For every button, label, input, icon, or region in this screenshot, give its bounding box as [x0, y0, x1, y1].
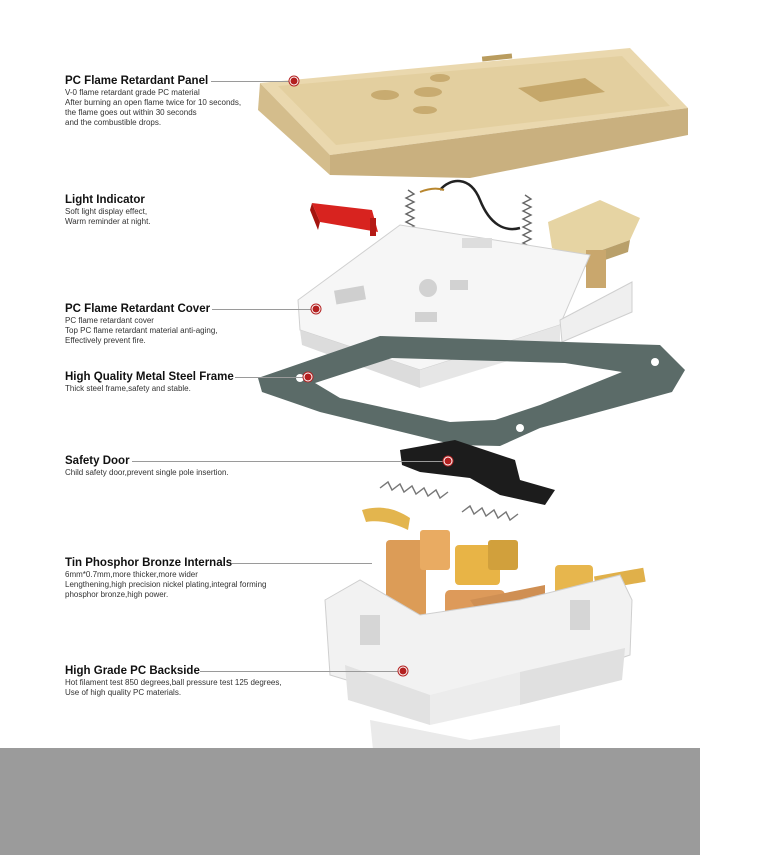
label-desc: Child safety door,prevent single pole in…	[65, 468, 229, 477]
label-title: PC Flame Retardant Panel	[65, 75, 209, 87]
marker-dot	[311, 304, 321, 314]
metal-steel-frame	[258, 336, 685, 446]
label-desc: Warm reminder at night.	[65, 217, 151, 226]
flame-retardant-panel	[258, 48, 688, 178]
leader-line	[132, 461, 448, 462]
marker-dot	[289, 76, 299, 86]
label-desc: Lengthening,high precision nickel platin…	[65, 580, 267, 589]
label-desc: Use of high quality PC materials.	[65, 688, 182, 697]
label-desc: Effectively prevent fire.	[65, 336, 146, 345]
leader-line	[235, 377, 308, 378]
label-panel: PC Flame Retardant Panel V-0 flame retar…	[65, 74, 241, 128]
label-bronze-internals: Tin Phosphor Bronze Internals 6mm*0.7mm,…	[65, 556, 266, 600]
gray-band	[0, 748, 700, 855]
label-desc: Top PC flame retardant material anti-agi…	[65, 326, 218, 335]
label-title: High Quality Metal Steel Frame	[65, 371, 234, 383]
leader-line	[200, 671, 403, 672]
label-cover: PC Flame Retardant Cover PC flame retard…	[65, 302, 218, 346]
label-desc: After burning an open flame twice for 10…	[65, 98, 242, 107]
label-desc: and the combustible drops.	[65, 118, 162, 127]
label-steel-frame: High Quality Metal Steel Frame Thick ste…	[65, 370, 234, 394]
marker-dot	[443, 456, 453, 466]
label-title: Light Indicator	[65, 194, 145, 206]
label-desc: phosphor bronze,high power.	[65, 590, 169, 599]
leader-line	[211, 81, 294, 82]
label-light-indicator: Light Indicator Soft light display effec…	[65, 193, 151, 227]
label-safety-door: Safety Door Child safety door,prevent si…	[65, 454, 229, 478]
label-title: High Grade PC Backside	[65, 665, 200, 677]
marker-dot	[398, 666, 408, 676]
safety-door	[379, 440, 555, 522]
label-desc: the flame goes out within 30 seconds	[65, 108, 197, 117]
label-desc: PC flame retardant cover	[65, 316, 154, 325]
label-title: PC Flame Retardant Cover	[65, 303, 211, 315]
label-desc: Hot filament test 850 degrees,ball press…	[65, 678, 282, 687]
light-indicator	[310, 203, 378, 236]
label-backside: High Grade PC Backside Hot filament test…	[65, 664, 282, 698]
leader-line	[232, 563, 372, 564]
label-desc: Soft light display effect,	[65, 207, 148, 216]
leader-line	[212, 309, 316, 310]
label-desc: Thick steel frame,safety and stable.	[65, 384, 191, 393]
label-title: Safety Door	[65, 455, 130, 467]
marker-dot	[303, 372, 313, 382]
rocker-switch	[548, 200, 640, 288]
label-desc: V-0 flame retardant grade PC material	[65, 88, 200, 97]
label-title: Tin Phosphor Bronze Internals	[65, 557, 233, 569]
label-desc: 6mm*0.7mm,more thicker,more wider	[65, 570, 198, 579]
